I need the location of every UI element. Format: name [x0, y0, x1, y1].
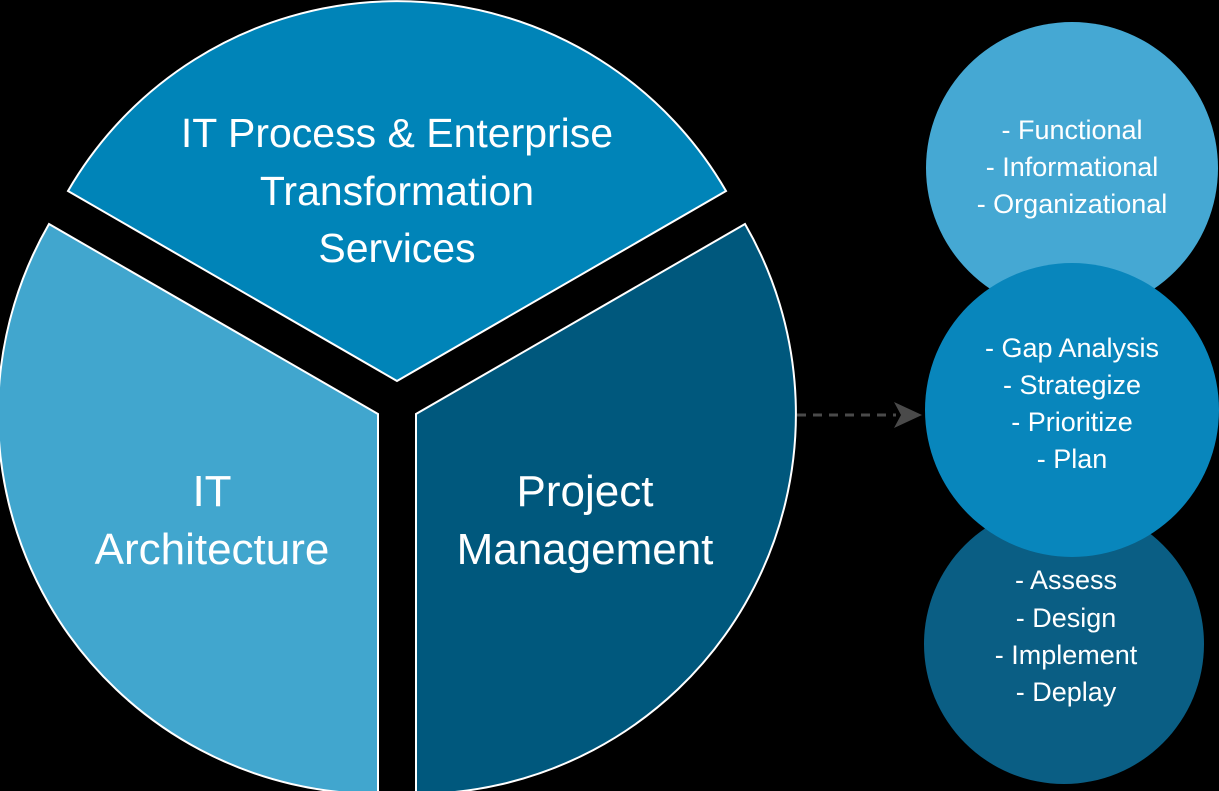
slice-label-project-management-line2: Management — [457, 525, 714, 574]
slice-label-project-management-line1: Project — [517, 467, 654, 516]
pie-slice-project-management — [415, 222, 797, 791]
detail-item-functional: - Functional — [1001, 115, 1142, 145]
slice-label-it-process-line3: Services — [318, 225, 475, 271]
pie-slice-it-process-enterprise-transformation-services — [66, 0, 728, 383]
detail-item-plan: - Plan — [1037, 444, 1108, 474]
detail-circle-delivery — [924, 504, 1204, 784]
detail-item-gap-analysis: - Gap Analysis — [985, 333, 1159, 363]
slice-label-it-process-line2: Transformation — [260, 168, 534, 214]
detail-item-strategize: - Strategize — [1003, 370, 1141, 400]
slice-label-it-architecture-line1: IT — [192, 467, 231, 516]
detail-item-implement: - Implement — [995, 640, 1138, 670]
detail-item-design: - Design — [1016, 603, 1117, 633]
detail-item-informational: - Informational — [986, 152, 1159, 182]
detail-item-deplay: - Deplay — [1016, 677, 1117, 707]
detail-item-prioritize: - Prioritize — [1011, 407, 1133, 437]
detail-item-assess: - Assess — [1015, 565, 1117, 595]
slice-label-it-process-line1: IT Process & Enterprise — [181, 110, 613, 156]
connector-arrowhead-icon — [894, 402, 922, 428]
detail-circle-strategy — [925, 263, 1219, 557]
detail-item-organizational: - Organizational — [977, 189, 1168, 219]
slice-label-it-architecture-line2: Architecture — [95, 525, 330, 574]
detail-circle-transformation — [926, 22, 1218, 314]
pie-slice-it-architecture — [0, 222, 379, 791]
